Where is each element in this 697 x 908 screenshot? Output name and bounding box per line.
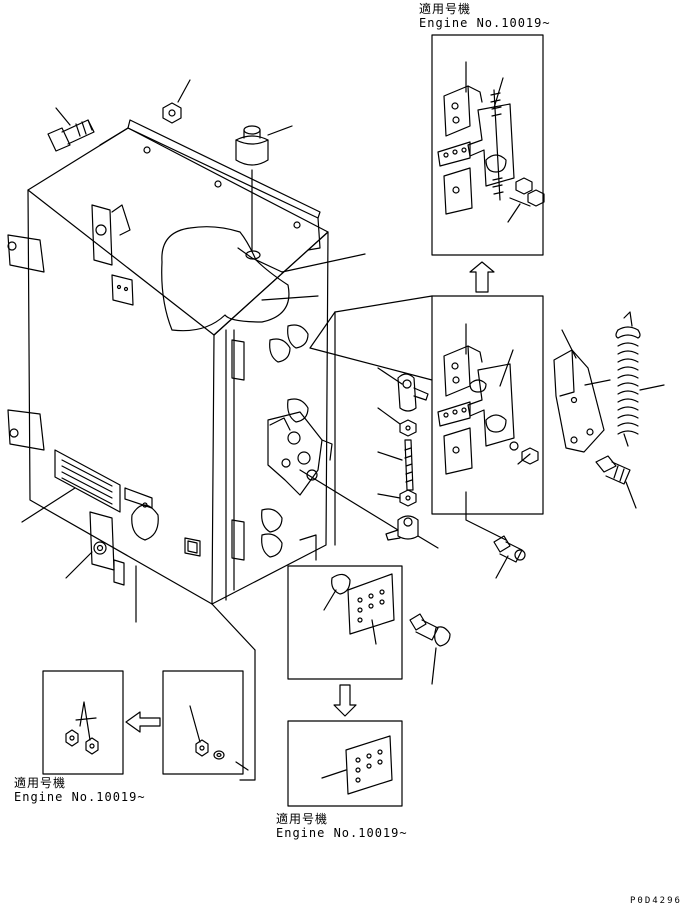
main-cabinet bbox=[8, 120, 332, 604]
left-arrow-icon bbox=[126, 712, 160, 732]
leader-line bbox=[508, 198, 530, 222]
bolt-plate bbox=[410, 614, 450, 646]
engine-number: Engine No.10019~ bbox=[419, 16, 551, 30]
applicability-note-bottom-center: 適用号機 Engine No.10019~ bbox=[276, 812, 408, 840]
nut-top bbox=[163, 103, 181, 123]
bolt-right bbox=[596, 456, 630, 484]
leader-line bbox=[626, 482, 636, 508]
ball-joint-bottom bbox=[386, 516, 438, 548]
leader-line bbox=[378, 494, 400, 498]
leader-line bbox=[178, 80, 190, 102]
up-arrow-icon bbox=[470, 262, 494, 292]
leader-line bbox=[262, 254, 365, 300]
leader-line bbox=[212, 604, 255, 650]
applicability-note-top: 適用号機 Engine No.10019~ bbox=[419, 2, 551, 30]
coil-spring bbox=[616, 312, 640, 446]
engine-number: Engine No.10019~ bbox=[14, 790, 146, 804]
leader-line bbox=[66, 552, 92, 578]
detail-box-top bbox=[432, 35, 544, 255]
detail-box-plate-new bbox=[288, 721, 402, 806]
nut-lower bbox=[400, 490, 416, 506]
applicability-note-bottom-left: 適用号機 Engine No.10019~ bbox=[14, 776, 146, 804]
leader-line bbox=[268, 126, 292, 135]
detail-box-nut-new bbox=[43, 671, 123, 774]
leader-line bbox=[22, 488, 75, 522]
leader-line bbox=[300, 470, 398, 530]
nut-center bbox=[400, 420, 416, 436]
leader-line bbox=[76, 702, 96, 740]
leader-line bbox=[324, 590, 376, 644]
threaded-rod bbox=[405, 440, 413, 490]
leader-line bbox=[432, 648, 436, 684]
detail-box-middle bbox=[432, 296, 543, 514]
leader-line bbox=[378, 452, 402, 460]
leader-line bbox=[466, 492, 506, 540]
leader-line bbox=[378, 368, 402, 384]
leader-line bbox=[496, 556, 508, 578]
leader-line bbox=[335, 296, 432, 312]
right-bracket bbox=[554, 350, 604, 452]
ball-joint-top bbox=[398, 374, 428, 411]
applicability-heading: 適用号機 bbox=[419, 2, 472, 16]
leader-line bbox=[190, 706, 248, 770]
leader-line bbox=[640, 385, 664, 390]
detail-box-plate bbox=[288, 566, 402, 679]
engine-number: Engine No.10019~ bbox=[276, 826, 408, 840]
rubber-mount bbox=[236, 126, 268, 250]
leader-line bbox=[562, 330, 610, 385]
leader-line bbox=[322, 770, 346, 778]
detail-box-nut-old bbox=[163, 671, 243, 774]
applicability-heading: 適用号機 bbox=[276, 812, 329, 826]
applicability-heading: 適用号機 bbox=[14, 776, 67, 790]
leader-line bbox=[518, 454, 530, 464]
bolt-center bbox=[494, 536, 525, 562]
leader-line bbox=[500, 350, 513, 386]
leader-line bbox=[240, 650, 255, 780]
bolt-top-left bbox=[48, 120, 94, 151]
leader-line bbox=[310, 312, 432, 380]
leader-line bbox=[56, 108, 70, 125]
drawing-code: P0D4296 bbox=[630, 896, 682, 906]
leader-line bbox=[378, 408, 400, 424]
leader-line bbox=[494, 78, 503, 108]
down-arrow-icon bbox=[334, 685, 356, 716]
